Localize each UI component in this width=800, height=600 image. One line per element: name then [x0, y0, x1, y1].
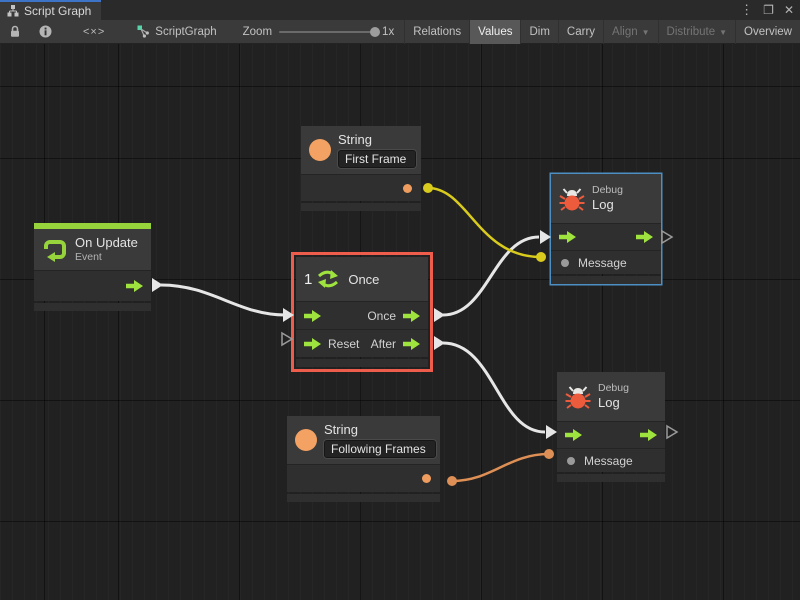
string-type-icon [295, 429, 317, 451]
tab-title: Script Graph [24, 4, 92, 18]
distribute-dropdown[interactable]: Distribute ▼ [657, 19, 736, 44]
node-address-bar [34, 303, 151, 311]
node-kicker: Debug [598, 381, 629, 394]
node-once[interactable]: 1 Once Once R [291, 252, 433, 372]
graph-canvas[interactable]: On Update Event String [0, 44, 800, 600]
update-loop-icon [44, 239, 66, 262]
node-address-bar [301, 203, 421, 211]
reset-input-port[interactable] [304, 337, 321, 350]
chevron-down-icon: ▼ [641, 28, 650, 37]
maximize-icon[interactable]: ❐ [763, 3, 774, 17]
debug-top-flow-out-handle[interactable] [661, 229, 674, 245]
info-icon [39, 25, 52, 38]
wire-once-to-debug-top[interactable] [434, 230, 551, 322]
zoom-slider-handle[interactable] [370, 26, 381, 37]
debug-bottom-flow-out-handle[interactable] [666, 424, 679, 440]
close-icon[interactable]: ✕ [783, 3, 794, 17]
node-address-bar [296, 359, 428, 367]
flow-input-port[interactable] [304, 309, 321, 322]
tab-script-graph[interactable]: Script Graph [0, 0, 102, 20]
once-output-label: Once [367, 308, 396, 323]
once-count-badge: 1 [304, 270, 313, 288]
values-button[interactable]: Values [469, 19, 521, 44]
reset-input-label: Reset [328, 336, 360, 351]
wire-once-to-debug-bottom[interactable] [434, 336, 557, 439]
node-title: On Update [75, 234, 138, 250]
node-address-bar [287, 494, 440, 502]
node-subtitle: Event [75, 251, 102, 264]
flow-input-port[interactable] [559, 231, 576, 243]
node-string-first-frame[interactable]: String [301, 126, 421, 211]
node-title: String [324, 421, 358, 437]
zoom-slider[interactable] [279, 26, 381, 37]
node-title: Log [592, 196, 614, 212]
node-title: Once [348, 271, 380, 287]
node-debug-log-bottom[interactable]: Debug Log Message [557, 372, 665, 482]
code-view-icon: <×> [83, 25, 106, 38]
toolbar-toggles: Relations Values Dim Carry Align ▼ Distr… [404, 19, 800, 44]
graph-tab-icon [7, 5, 19, 17]
zoom-control: Zoom 1x [227, 26, 403, 38]
zoom-value: 1x [382, 25, 395, 38]
flow-output-port[interactable] [640, 429, 657, 441]
graph-toolbar: <×> ScriptGraph Zoom 1x Relations Values… [0, 19, 800, 44]
window-menu-icon[interactable]: ⋮ [740, 2, 754, 17]
node-on-update[interactable]: On Update Event [34, 223, 151, 311]
value-output-port[interactable] [403, 183, 412, 193]
flow-output-port[interactable] [636, 231, 653, 243]
string-value-input[interactable] [324, 440, 436, 459]
relations-button[interactable]: Relations [404, 19, 469, 44]
lock-button[interactable] [0, 20, 30, 44]
string-type-icon [309, 139, 331, 161]
message-label: Message [578, 255, 627, 270]
window-controls: ⋮ ❐ ✕ [740, 0, 794, 20]
message-input-port[interactable] [567, 456, 575, 465]
window-tab-bar: Script Graph ⋮ ❐ ✕ [0, 0, 800, 20]
event-accent-bar [34, 223, 151, 229]
bug-icon [565, 385, 591, 409]
node-string-following-frames[interactable]: String [287, 416, 440, 502]
message-input-port[interactable] [561, 258, 569, 267]
wire-string1-to-message[interactable] [423, 183, 546, 262]
node-kicker: Debug [592, 183, 623, 196]
graph-selector[interactable]: ScriptGraph [127, 25, 226, 38]
code-view-button[interactable]: <×> [61, 20, 127, 44]
string-value-input[interactable] [338, 150, 416, 169]
chevron-down-icon: ▼ [719, 28, 728, 37]
node-title: String [338, 131, 372, 147]
once-reset-in-handle[interactable] [281, 331, 294, 347]
script-graph-icon [137, 25, 150, 38]
node-address-bar [551, 276, 661, 284]
zoom-label: Zoom [242, 25, 273, 38]
overview-button[interactable]: Overview [735, 19, 800, 44]
once-output-port[interactable] [403, 309, 420, 322]
node-debug-log-top[interactable]: Debug Log Message [551, 174, 661, 284]
value-output-port[interactable] [422, 474, 431, 483]
node-title: Log [598, 394, 620, 410]
lock-icon [11, 25, 19, 37]
after-output-port[interactable] [403, 337, 420, 350]
carry-button[interactable]: Carry [557, 19, 603, 44]
graph-name-label: ScriptGraph [155, 25, 217, 38]
flow-input-port[interactable] [565, 429, 582, 441]
dim-button[interactable]: Dim [520, 19, 557, 44]
once-cycle-icon [318, 270, 339, 288]
after-output-label: After [370, 336, 396, 351]
align-dropdown[interactable]: Align ▼ [603, 19, 658, 44]
bug-icon [559, 187, 585, 211]
message-label: Message [584, 453, 633, 468]
wire-string2-to-message[interactable] [447, 449, 554, 486]
node-address-bar [557, 474, 665, 482]
flow-output-port[interactable] [126, 280, 143, 292]
wire-onupdate-to-once[interactable] [152, 278, 294, 322]
info-button[interactable] [30, 20, 61, 44]
